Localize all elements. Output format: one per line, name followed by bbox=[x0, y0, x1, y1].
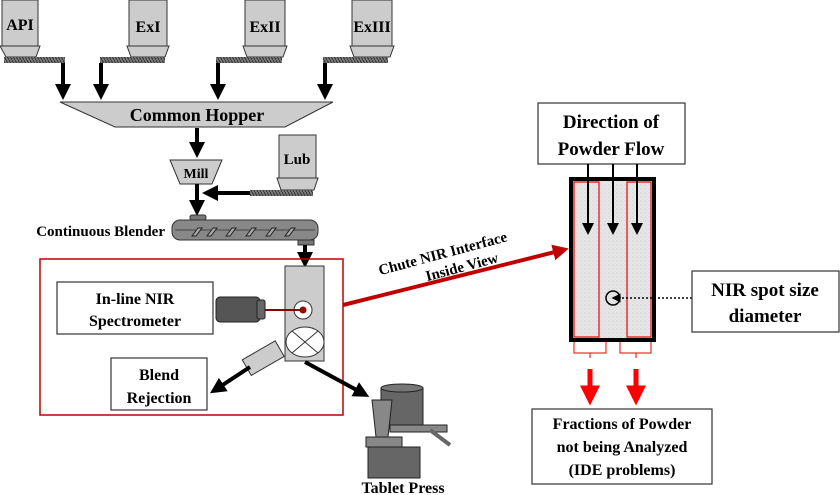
auger-icon bbox=[323, 57, 388, 63]
feeder-label: ExII bbox=[249, 19, 280, 36]
spectrometer-box: In-line NIR Spectrometer bbox=[56, 281, 214, 335]
chute bbox=[241, 265, 325, 377]
spot-size-box: NIR spot size diameter bbox=[691, 270, 840, 333]
feeder-label: API bbox=[6, 17, 34, 34]
spot-size-label-1: NIR spot size bbox=[711, 280, 819, 301]
nir-interface-region bbox=[39, 258, 344, 416]
fractions-label-3: (IDE problems) bbox=[569, 462, 676, 479]
spectrometer-label-1: In-line NIR bbox=[96, 291, 175, 308]
auger-icon bbox=[4, 57, 65, 63]
auger-icon bbox=[250, 190, 313, 196]
chute-interface-label: Chute NIR Interface Inside View bbox=[377, 229, 509, 285]
tablet-press-icon: Tablet Press bbox=[361, 383, 452, 495]
tablet-press-label: Tablet Press bbox=[361, 480, 444, 495]
feeder-label: ExIII bbox=[353, 19, 390, 36]
feed-arrows bbox=[55, 63, 333, 100]
feeder-lub: Lub bbox=[250, 134, 319, 196]
common-hopper-label: Common Hopper bbox=[130, 105, 265, 125]
diverter-valve-icon bbox=[285, 326, 325, 358]
blender-label: Continuous Blender bbox=[36, 224, 165, 240]
blend-rejection-label-2: Rejection bbox=[127, 390, 192, 407]
red-arrows bbox=[580, 369, 646, 406]
feeder-exi: ExI bbox=[100, 0, 170, 63]
feeder-api: API bbox=[0, 0, 65, 63]
auger-icon bbox=[100, 57, 165, 63]
lub-label: Lub bbox=[284, 152, 311, 168]
mill-label: Mill bbox=[184, 167, 209, 182]
spot-size-label-2: diameter bbox=[729, 306, 802, 327]
auger-icon bbox=[216, 57, 282, 63]
fractions-label-2: not being Analyzed bbox=[557, 439, 688, 456]
blend-rejection-box: Blend Rejection bbox=[110, 357, 208, 411]
flow-direction-label-1: Direction of bbox=[563, 112, 660, 133]
interface-arrow-icon bbox=[342, 244, 569, 307]
flow-arrows bbox=[582, 164, 643, 235]
nir-probe-icon bbox=[215, 296, 300, 323]
common-hopper: Common Hopper bbox=[59, 101, 334, 128]
flow-direction-box: Direction of Powder Flow bbox=[537, 102, 686, 165]
flow-direction-label-2: Powder Flow bbox=[558, 139, 665, 160]
brace-icons bbox=[573, 342, 652, 358]
feeder-exiii: ExIII bbox=[323, 0, 395, 63]
arrow-icon bbox=[304, 360, 370, 397]
spectrometer-label-2: Spectrometer bbox=[89, 313, 181, 330]
arrow-icon bbox=[209, 365, 252, 394]
continuous-blender: Continuous Blender bbox=[36, 214, 319, 246]
fractions-label-1: Fractions of Powder bbox=[553, 416, 692, 433]
feeder-exii: ExII bbox=[216, 0, 288, 63]
feeder-label: ExI bbox=[136, 19, 161, 36]
fractions-box: Fractions of Powder not being Analyzed (… bbox=[531, 408, 713, 485]
mill: Mill bbox=[169, 159, 223, 185]
blend-rejection-label-1: Blend bbox=[139, 367, 179, 384]
